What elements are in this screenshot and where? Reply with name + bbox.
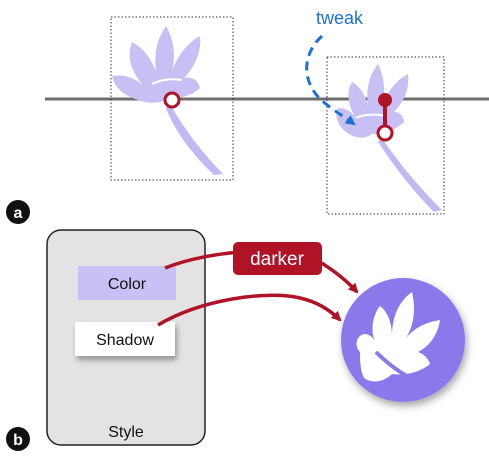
- shadow-property-box[interactable]: [75, 322, 175, 356]
- right-stem: [378, 138, 442, 212]
- darker-badge-box: [233, 242, 322, 275]
- darker-badge: darker: [233, 242, 322, 275]
- shadow-property[interactable]: Shadow: [75, 322, 175, 356]
- left-flower-petals: [112, 26, 201, 103]
- left-bounding-box: [110, 16, 234, 181]
- left-pivot-handle[interactable]: [163, 91, 181, 109]
- flower-icon: [341, 278, 465, 402]
- panel-b: Style Color Shadow darker b: [6, 229, 465, 451]
- panel-b-label: b: [13, 432, 23, 449]
- right-flower-petals: [336, 64, 409, 138]
- right-flower: [336, 64, 442, 212]
- style-card-title: Style: [108, 424, 144, 441]
- right-bounding-box: [326, 56, 445, 215]
- flower-icon-glyph: [356, 292, 440, 382]
- shadow-property-label: Shadow: [96, 332, 154, 349]
- left-flower: [112, 26, 223, 175]
- right-handle-knob[interactable]: [378, 93, 392, 107]
- right-pivot-handle[interactable]: [376, 124, 394, 142]
- tweak-label: tweak: [316, 8, 364, 28]
- tweak-arrow: [305, 34, 356, 126]
- panel-b-badge: [6, 427, 30, 451]
- panel-a: tweak a: [6, 8, 489, 224]
- left-stem: [166, 104, 223, 175]
- shadow-arrow: [157, 293, 342, 327]
- color-property[interactable]: Color: [78, 266, 176, 300]
- panel-a-badge: [6, 200, 30, 224]
- color-property-label: Color: [108, 276, 147, 293]
- color-property-box[interactable]: [78, 266, 176, 300]
- flower-icon-stem: [374, 350, 429, 388]
- panel-a-label: a: [14, 205, 23, 222]
- darker-badge-label: darker: [250, 249, 305, 270]
- left-petal-line: [151, 78, 183, 85]
